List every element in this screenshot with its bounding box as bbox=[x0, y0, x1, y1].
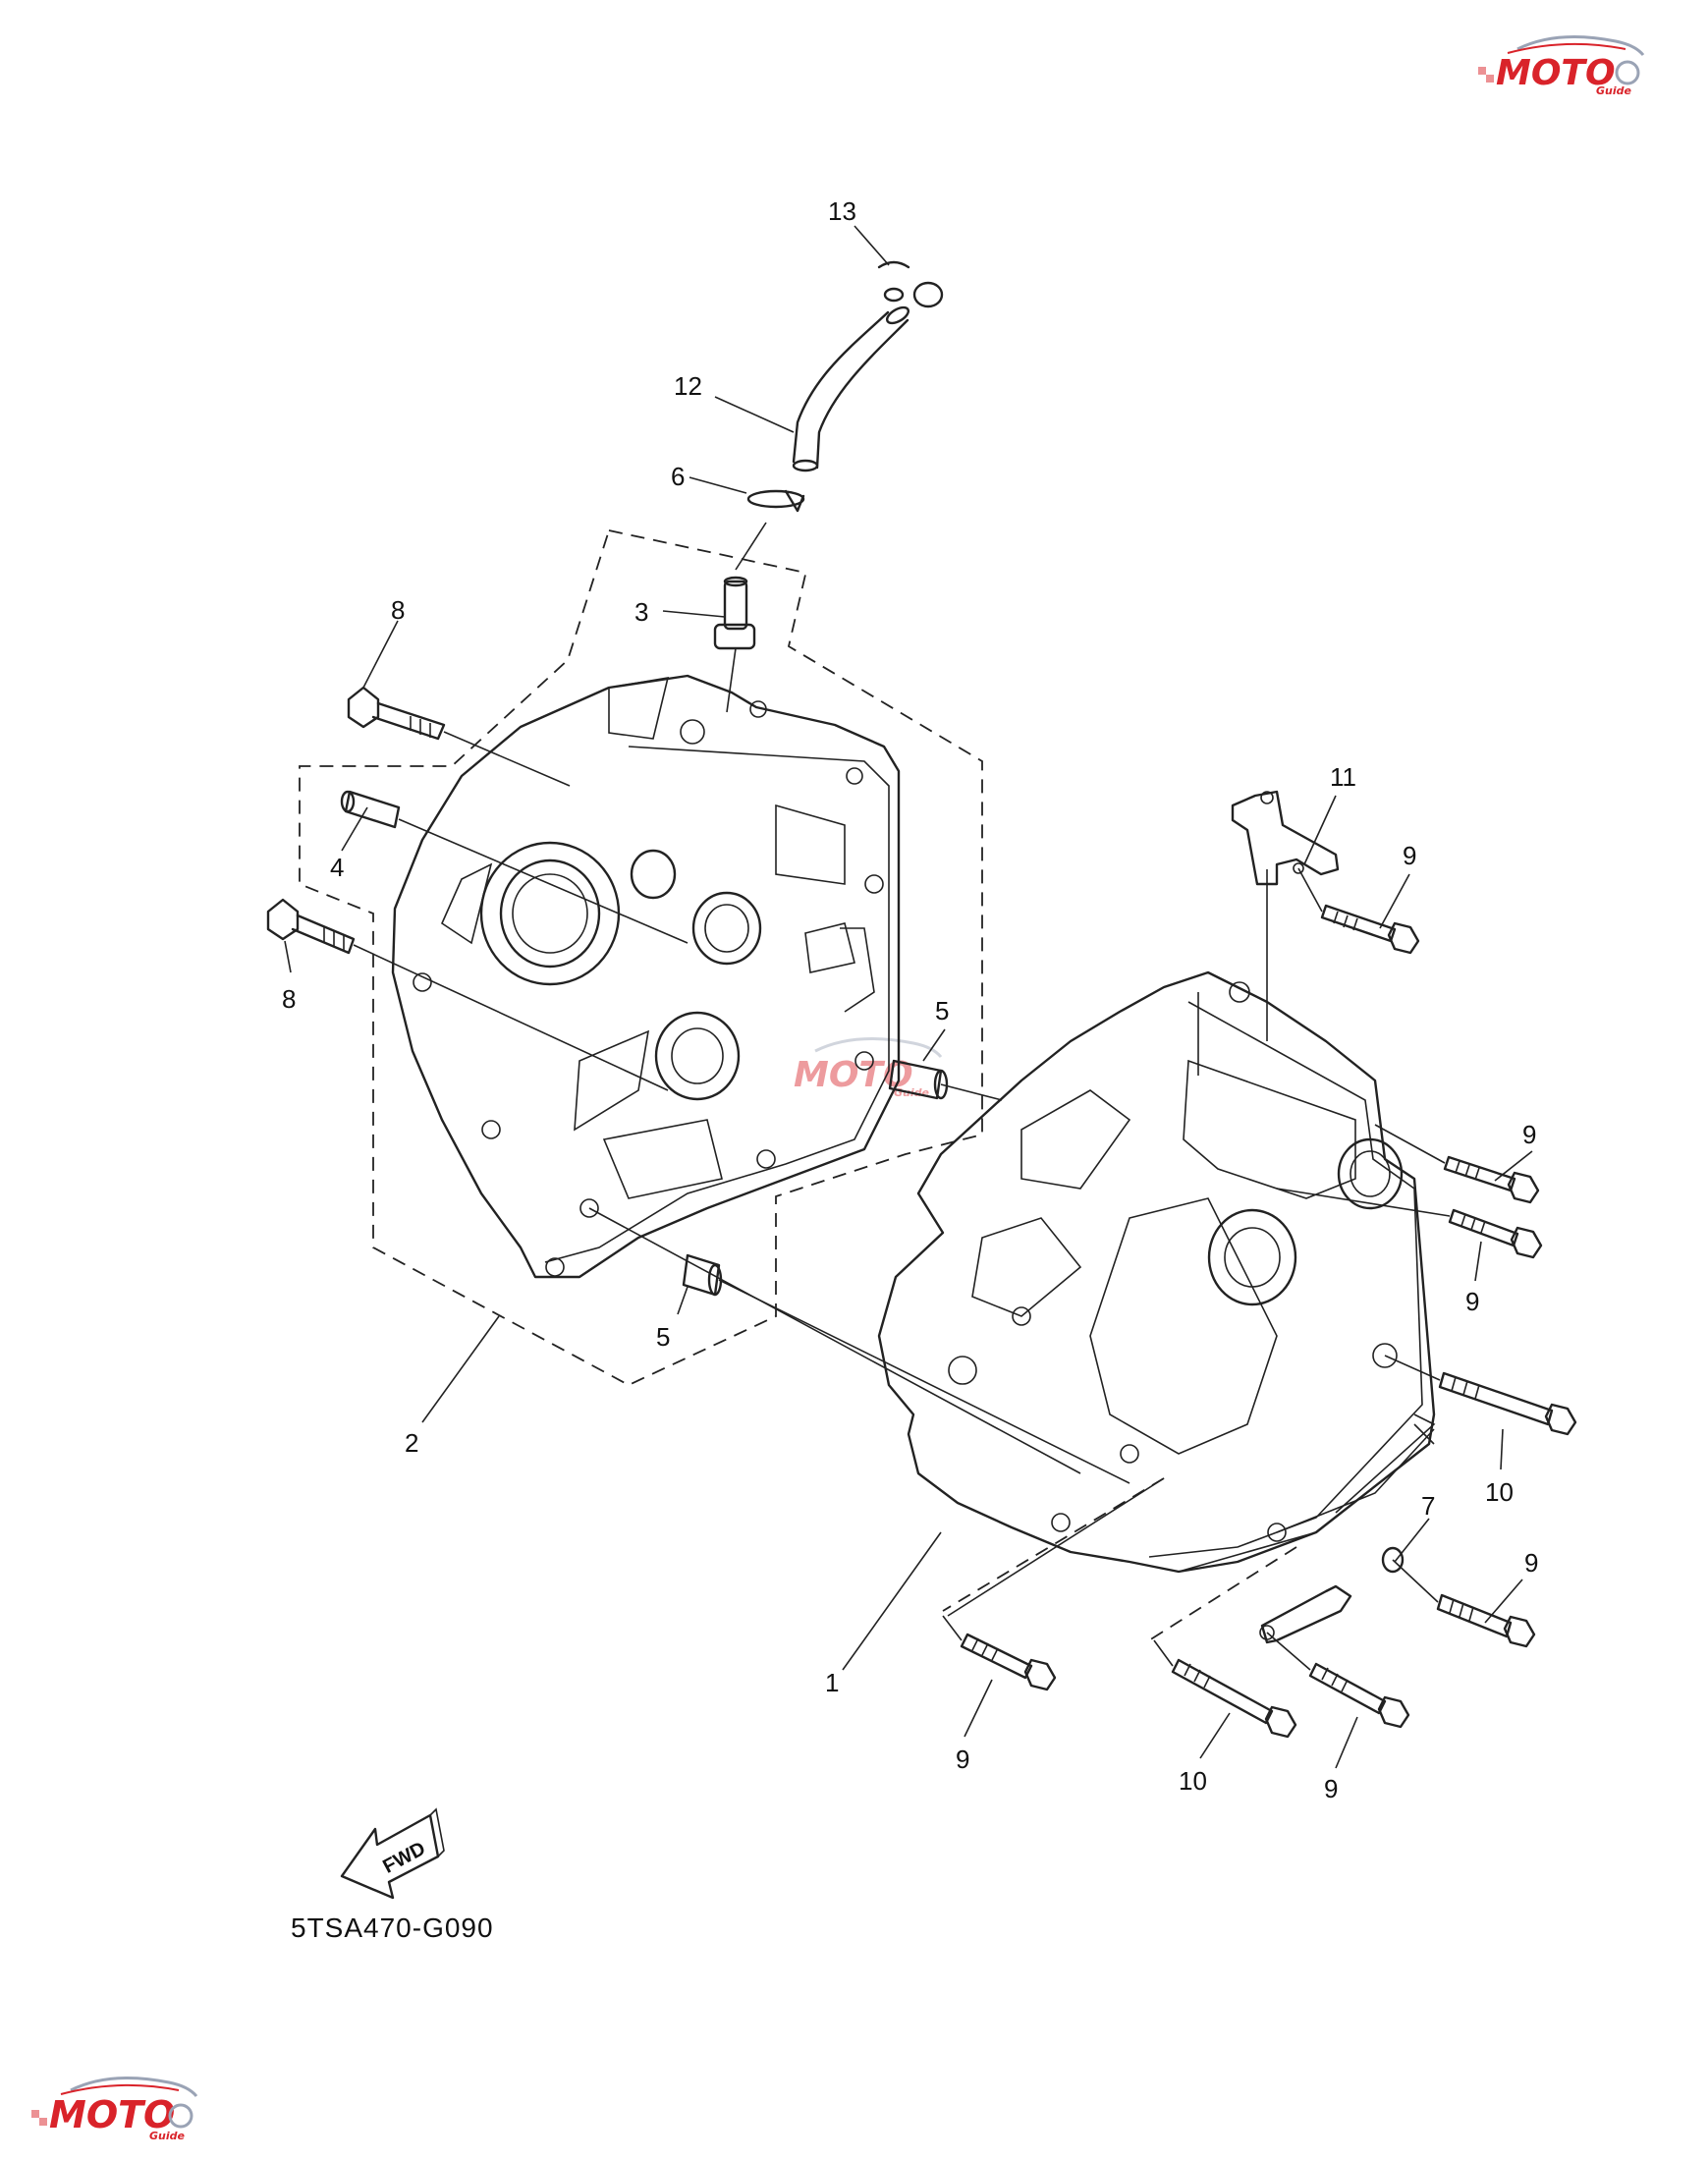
callout-6: 6 bbox=[671, 462, 685, 491]
callout-10-bottom: 10 bbox=[1179, 1766, 1207, 1796]
callout-11: 11 bbox=[1330, 762, 1356, 792]
fwd-label: FWD bbox=[379, 1838, 429, 1878]
part-10-bolt-bottom bbox=[1171, 1658, 1297, 1739]
watermark-sub-text: Guide bbox=[1596, 84, 1632, 97]
part-6-clip bbox=[746, 489, 805, 513]
part-9-bolt-right-1 bbox=[1443, 1155, 1540, 1204]
part-1-crankcase-right bbox=[877, 970, 1436, 1574]
callout-7: 7 bbox=[1421, 1491, 1435, 1521]
part-4-dowel-pin bbox=[340, 790, 401, 829]
callout-5-upper: 5 bbox=[935, 996, 949, 1025]
part-5-dowel-pin-upper bbox=[888, 1059, 949, 1100]
watermark-logo-text: MOTO bbox=[49, 2093, 175, 2136]
assembly-outline-left-crankcase bbox=[299, 528, 983, 1387]
callout-9-bottom-right: 9 bbox=[1324, 1774, 1338, 1803]
drawing-code: 5TSA470-G090 bbox=[291, 1912, 494, 1943]
part-8-bolt-lower bbox=[266, 898, 356, 955]
part-9-bolt-bracket bbox=[1320, 904, 1420, 955]
callout-13: 13 bbox=[828, 196, 856, 226]
watermark-logo-text: MOTO bbox=[1496, 53, 1616, 93]
callout-9-right-3: 9 bbox=[1524, 1548, 1538, 1578]
part-9-bolt-right-2 bbox=[1448, 1208, 1543, 1259]
callout-9-bottom-left: 9 bbox=[956, 1745, 969, 1774]
callout-labels: 13 12 6 3 8 4 8 5 5 2 11 9 9 9 10 7 9 1 … bbox=[282, 196, 1538, 1803]
part-3-breather-pipe bbox=[713, 576, 756, 650]
watermark-logo-bottom-left: MOTO Guide bbox=[31, 2077, 198, 2142]
watermark-logo-top-right: MOTO Guide bbox=[1478, 35, 1645, 97]
assembly-outline-lower-bolts bbox=[942, 1477, 1297, 1641]
callout-3: 3 bbox=[634, 597, 648, 627]
part-11-bracket bbox=[1231, 790, 1340, 886]
callout-4: 4 bbox=[330, 853, 344, 882]
fwd-arrow: FWD bbox=[340, 1807, 445, 1900]
callout-2: 2 bbox=[405, 1428, 418, 1458]
leader-lines bbox=[284, 225, 1533, 1769]
part-10-bolt-right bbox=[1438, 1371, 1577, 1436]
callout-9-right-2: 9 bbox=[1465, 1287, 1479, 1316]
callout-5-lower: 5 bbox=[656, 1322, 670, 1352]
callout-12: 12 bbox=[674, 371, 702, 401]
part-5-dowel-pin-lower bbox=[682, 1253, 723, 1297]
callout-1: 1 bbox=[825, 1668, 839, 1697]
callout-8-upper: 8 bbox=[391, 595, 405, 625]
part-8-bolt-upper bbox=[347, 686, 446, 741]
part-7-plate bbox=[1259, 1546, 1405, 1644]
watermark-sub-text: Guide bbox=[149, 2130, 186, 2142]
callout-8-lower: 8 bbox=[282, 984, 296, 1014]
assembly-lines bbox=[353, 522, 1451, 1671]
callout-9-right-1: 9 bbox=[1522, 1120, 1536, 1149]
part-9-bolt-bottom-right bbox=[1308, 1662, 1410, 1729]
part-2-crankcase-left bbox=[391, 674, 901, 1279]
callout-10-right: 10 bbox=[1485, 1477, 1514, 1507]
part-12-breather-hose bbox=[792, 305, 910, 472]
callout-9-bracket: 9 bbox=[1403, 841, 1416, 870]
part-9-bolt-right-3 bbox=[1436, 1593, 1536, 1648]
part-13-hose-clip bbox=[877, 260, 944, 308]
part-9-bolt-bottom-left bbox=[960, 1633, 1057, 1691]
